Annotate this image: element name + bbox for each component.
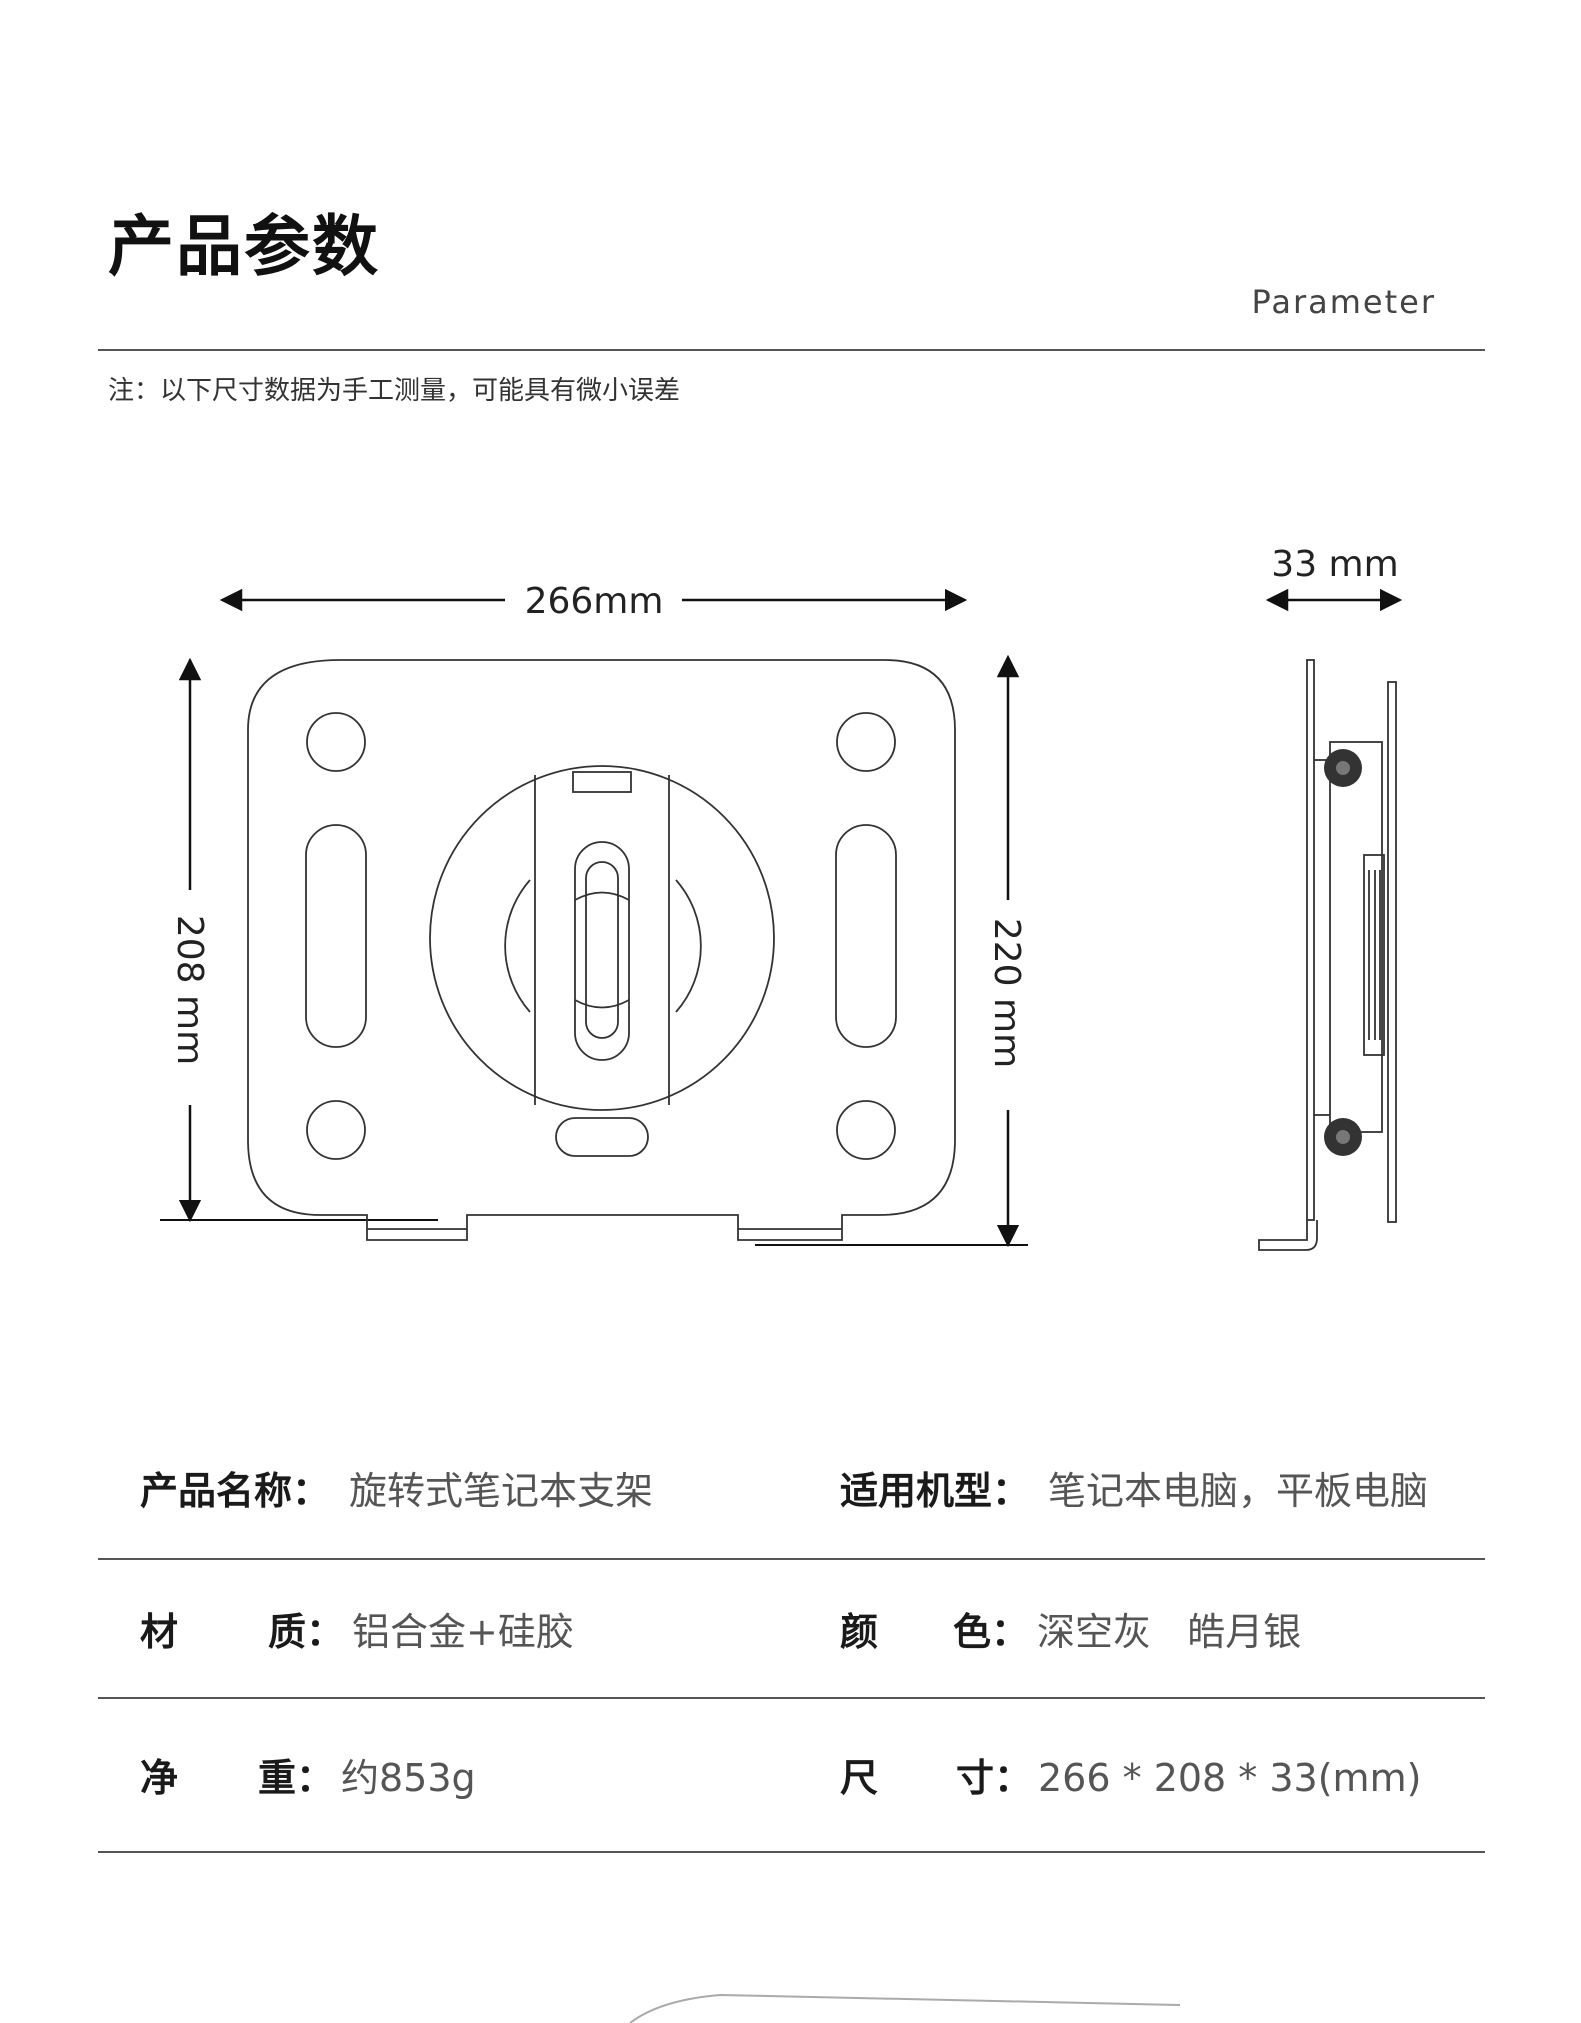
spec-divider-2 xyxy=(98,1697,1485,1699)
page-subtitle: Parameter xyxy=(1251,283,1436,321)
spec-size-label-b: 寸： xyxy=(956,1756,1033,1800)
front-view-plate xyxy=(247,659,956,1241)
spec-material-label-a: 材 xyxy=(140,1610,179,1654)
measurement-note: 注：以下尺寸数据为手工测量，可能具有微小误差 xyxy=(108,376,681,406)
spec-color-label-b: 色： xyxy=(953,1610,1030,1654)
spec-material-value: 铝合金+硅胶 xyxy=(352,1610,574,1654)
next-section-outline xyxy=(629,1993,1181,2023)
page-title: 产品参数 xyxy=(108,208,380,285)
spec-divider-3 xyxy=(98,1851,1485,1853)
spec-color-label-a: 颜 xyxy=(840,1610,879,1654)
spec-fit-value: 笔记本电脑，平板电脑 xyxy=(1048,1469,1429,1513)
spec-size-label-a: 尺 xyxy=(840,1756,879,1800)
height-dimension-left: 208 mm xyxy=(160,657,438,1223)
spec-weight-label-a: 净 xyxy=(140,1756,179,1800)
width-label: 266mm xyxy=(525,581,664,622)
depth-dimension: 33 mm xyxy=(1265,544,1403,612)
spec-size-value: 266 * 208 * 33(mm) xyxy=(1038,1756,1422,1800)
side-view-hinge-top xyxy=(1324,749,1362,787)
header-divider xyxy=(98,349,1485,351)
height-dimension-right: 220 mm xyxy=(755,654,1028,1248)
spec-divider-1 xyxy=(98,1558,1485,1560)
height-right-label: 220 mm xyxy=(986,918,1027,1068)
spec-color-value: 深空灰 皓月银 xyxy=(1037,1610,1302,1654)
spec-fit-label: 适用机型： xyxy=(840,1469,1031,1513)
depth-label: 33 mm xyxy=(1271,544,1398,585)
spec-weight-label-b: 重： xyxy=(258,1756,335,1800)
side-view-profile xyxy=(1258,659,1397,1251)
width-dimension: 266mm xyxy=(219,581,968,622)
spec-material-label-b: 质： xyxy=(268,1610,345,1654)
spec-weight-value: 约853g xyxy=(341,1756,476,1800)
side-view-hinge-bottom xyxy=(1324,1118,1362,1156)
spec-name-label: 产品名称： xyxy=(140,1469,331,1513)
spec-name-value: 旋转式笔记本支架 xyxy=(349,1469,654,1513)
height-left-label: 208 mm xyxy=(169,915,210,1065)
